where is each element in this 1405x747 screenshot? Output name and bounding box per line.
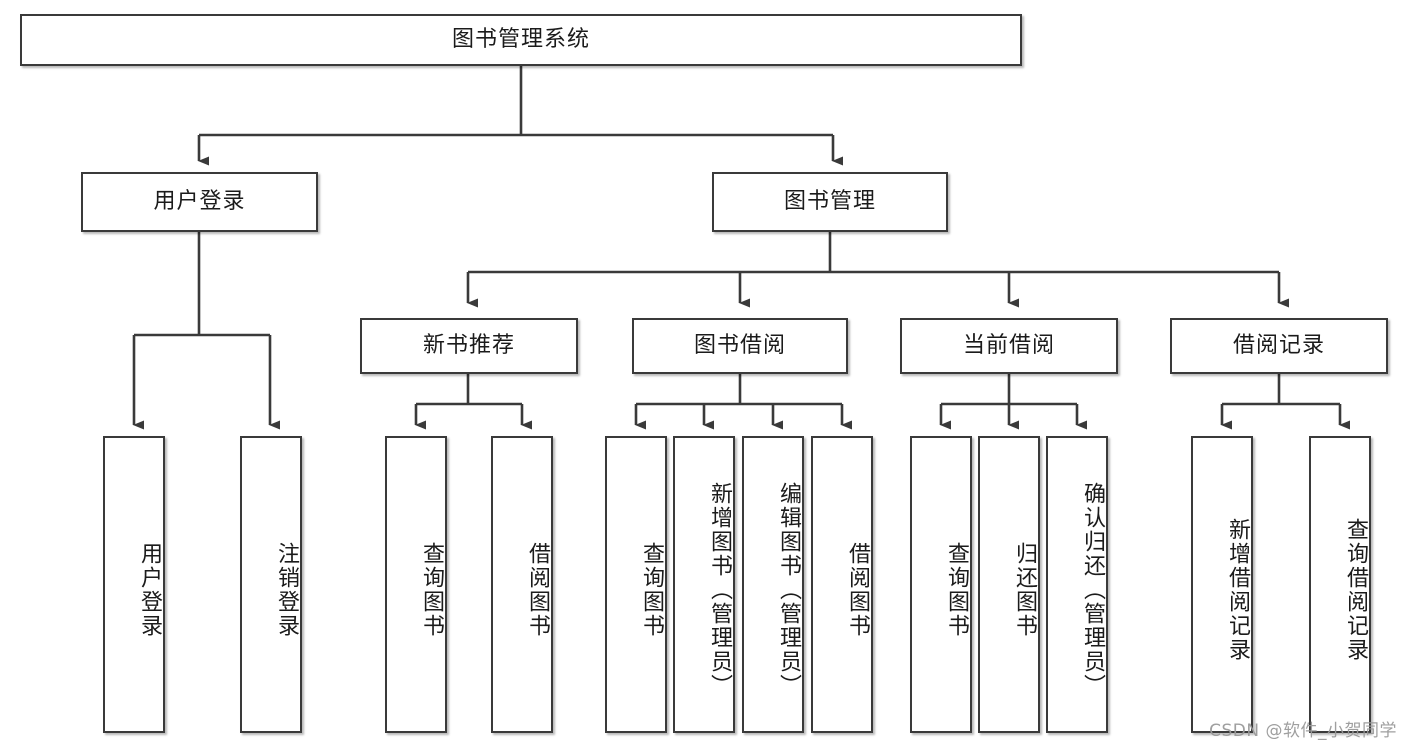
leaf-add-record[interactable]: 新增借阅记录 xyxy=(1191,436,1253,733)
node-new-book-rec[interactable]: 新书推荐 xyxy=(360,318,578,374)
leaf-return-book-label: 归还图书 xyxy=(1012,541,1037,638)
node-user-login-label: 用户登录 xyxy=(153,189,246,215)
leaf-query-book-3-label: 查询图书 xyxy=(944,541,969,638)
node-book-borrow-label: 图书借阅 xyxy=(693,333,786,359)
node-current-borrow[interactable]: 当前借阅 xyxy=(900,318,1118,374)
leaf-query-book-2[interactable]: 查询图书 xyxy=(605,436,667,733)
leaf-borrow-book-2[interactable]: 借阅图书 xyxy=(811,436,873,733)
node-current-borrow-label: 当前借阅 xyxy=(962,333,1055,359)
leaf-user-logout-label: 注销登录 xyxy=(274,541,299,638)
leaf-query-book-3[interactable]: 查询图书 xyxy=(910,436,972,733)
leaf-add-book[interactable]: 新增图书（管理员） xyxy=(673,436,735,733)
leaf-add-book-label: 新增图书（管理员） xyxy=(707,481,732,698)
leaf-user-logout[interactable]: 注销登录 xyxy=(240,436,302,733)
node-book-manage[interactable]: 图书管理 xyxy=(712,172,948,232)
node-new-book-rec-label: 新书推荐 xyxy=(422,333,515,359)
leaf-query-book-2-label: 查询图书 xyxy=(639,541,664,638)
leaf-query-record-label: 查询借阅记录 xyxy=(1343,517,1368,662)
watermark-text: CSDN @软件_小贺同学 xyxy=(1209,721,1397,741)
leaf-borrow-book-1-label: 借阅图书 xyxy=(525,541,550,638)
node-book-manage-label: 图书管理 xyxy=(783,189,876,215)
leaf-user-login[interactable]: 用户登录 xyxy=(103,436,165,733)
leaf-query-book-1[interactable]: 查询图书 xyxy=(385,436,447,733)
node-borrow-record[interactable]: 借阅记录 xyxy=(1170,318,1388,374)
leaf-add-record-label: 新增借阅记录 xyxy=(1225,517,1250,662)
node-user-login[interactable]: 用户登录 xyxy=(81,172,318,232)
node-root[interactable]: 图书管理系统 xyxy=(20,14,1022,66)
leaf-return-book[interactable]: 归还图书 xyxy=(978,436,1040,733)
leaf-borrow-book-2-label: 借阅图书 xyxy=(845,541,870,638)
leaf-confirm-return[interactable]: 确认归还（管理员） xyxy=(1046,436,1108,733)
leaf-borrow-book-1[interactable]: 借阅图书 xyxy=(491,436,553,733)
leaf-confirm-return-label: 确认归还（管理员） xyxy=(1080,481,1105,698)
leaf-query-record[interactable]: 查询借阅记录 xyxy=(1309,436,1371,733)
leaf-query-book-1-label: 查询图书 xyxy=(419,541,444,638)
leaf-user-login-label: 用户登录 xyxy=(137,541,162,638)
node-borrow-record-label: 借阅记录 xyxy=(1232,333,1325,359)
node-book-borrow[interactable]: 图书借阅 xyxy=(632,318,848,374)
node-root-label: 图书管理系统 xyxy=(451,27,590,53)
leaf-edit-book-label: 编辑图书（管理员） xyxy=(776,481,801,698)
leaf-edit-book[interactable]: 编辑图书（管理员） xyxy=(742,436,804,733)
